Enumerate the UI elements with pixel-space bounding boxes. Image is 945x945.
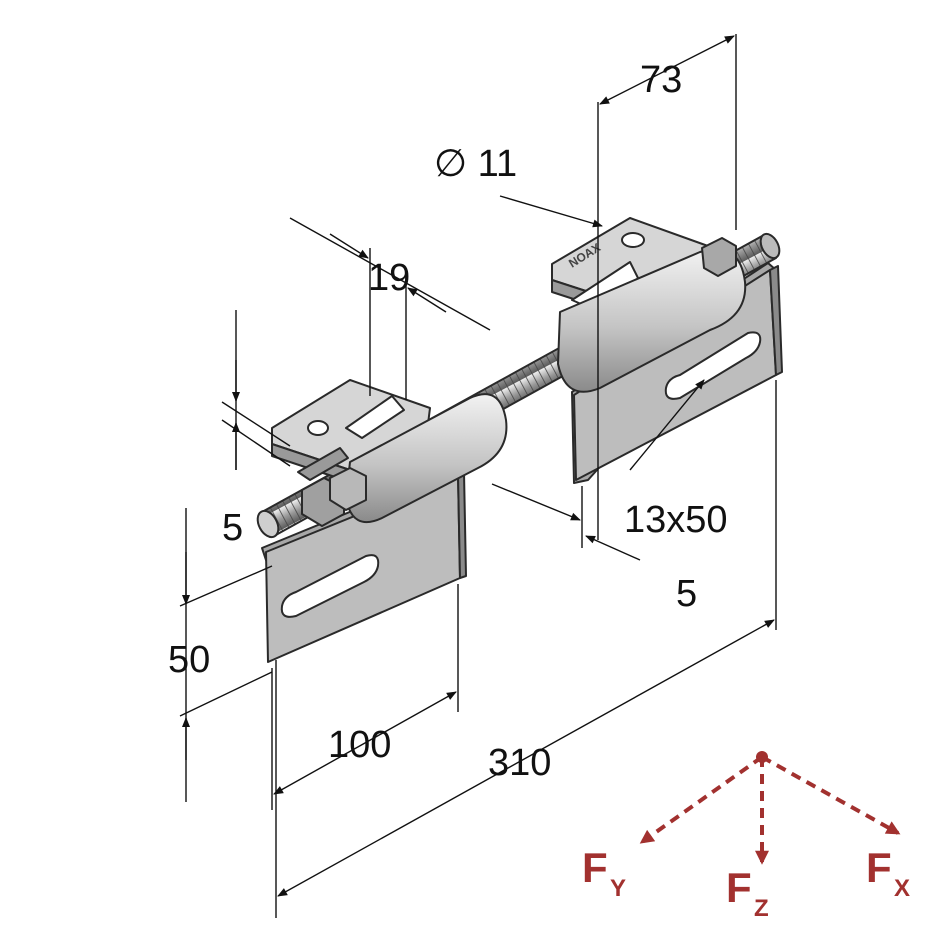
dim-5-left-label: 5 <box>222 507 243 549</box>
left-clamp <box>271 379 508 527</box>
dim-5-right-label: 5 <box>676 573 697 615</box>
dim-100-label: 100 <box>328 724 391 766</box>
dim-slot-label: 13x50 <box>624 499 728 541</box>
force-z-subscript: Z <box>754 895 769 922</box>
force-y-arrow <box>639 755 764 844</box>
force-z-label: F <box>726 864 752 911</box>
force-x-arrow <box>761 755 901 835</box>
dimension-labels: 73 ∅ 11 19 5 13x50 5 50 100 310 <box>168 59 728 784</box>
dim-19-label: 19 <box>368 257 410 299</box>
force-x-subscript: X <box>894 875 910 902</box>
force-y-subscript: Y <box>610 875 626 902</box>
force-x-label: F <box>866 844 892 891</box>
dim-73-label: 73 <box>640 59 682 101</box>
force-diagram: F Y F Z F X <box>582 751 910 922</box>
dim-50-label: 50 <box>168 639 210 681</box>
dim-310-label: 310 <box>488 742 551 784</box>
force-y-label: F <box>582 844 608 891</box>
dim-diameter-label: ∅ 11 <box>434 143 517 185</box>
bracket-part <box>256 217 783 663</box>
right-clamp <box>551 217 747 393</box>
dimension-lines <box>179 34 777 918</box>
